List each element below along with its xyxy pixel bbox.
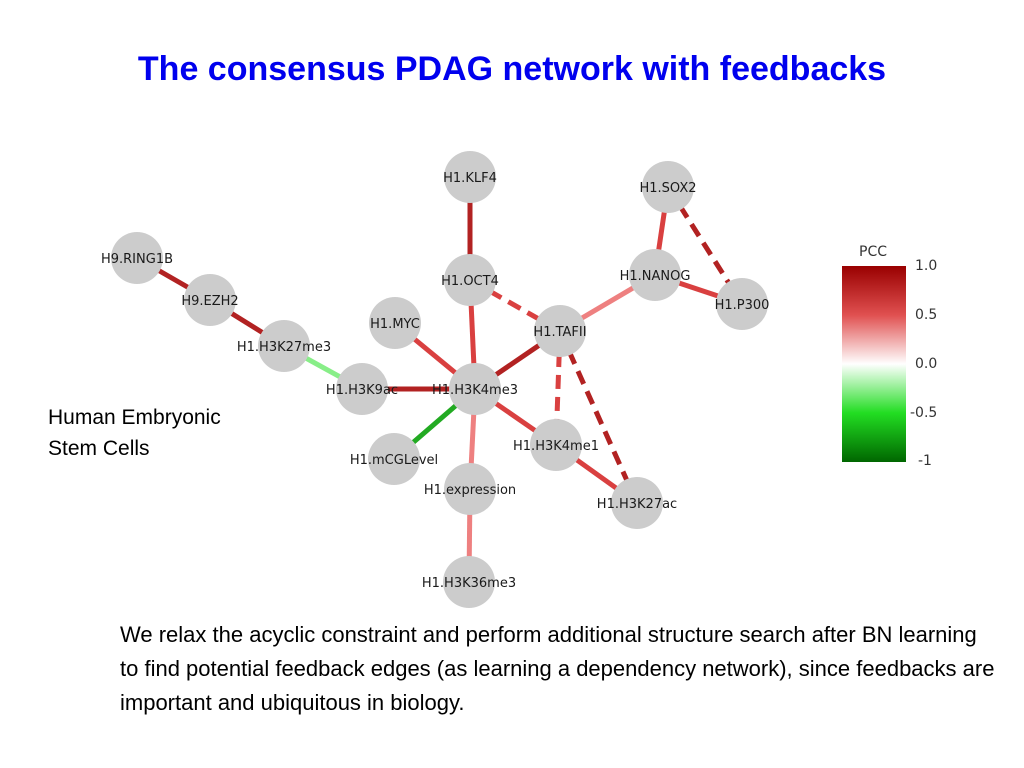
legend-tick-neg-0.5: -0.5 xyxy=(910,405,937,421)
node-circle-oct4 xyxy=(444,254,496,306)
node-circle-sox2 xyxy=(642,161,694,213)
node-h3k9ac: H1.H3K9ac xyxy=(326,363,398,415)
node-p300: H1.P300 xyxy=(715,278,770,330)
node-label-nanog: H1.NANOG xyxy=(620,269,691,284)
legend-tick-0.5: 0.5 xyxy=(915,307,937,323)
pcc-legend: PCC 1.0 0.5 0.0 -0.5 -1 xyxy=(842,244,937,469)
node-label-h3k36me3: H1.H3K36me3 xyxy=(422,576,516,591)
legend-tick-1: 1.0 xyxy=(915,258,937,274)
legend-tick-neg-1: -1 xyxy=(918,453,932,469)
node-label-h3k9ac: H1.H3K9ac xyxy=(326,383,398,398)
node-label-h3k4me1: H1.H3K4me1 xyxy=(513,439,599,454)
node-circle-tafii xyxy=(534,305,586,357)
legend-title: PCC xyxy=(859,244,887,260)
node-label-tafii: H1.TAFII xyxy=(533,325,586,340)
node-h3k4me1: H1.H3K4me1 xyxy=(513,419,599,471)
node-label-h3k27ac: H1.H3K27ac xyxy=(597,497,677,512)
node-mcglevel: H1.mCGLevel xyxy=(350,433,438,485)
node-ezh2: H9.EZH2 xyxy=(181,274,239,326)
side-label-line-1: Human Embryonic xyxy=(48,406,221,429)
node-nanog: H1.NANOG xyxy=(620,249,691,301)
node-circle-h3k27me3 xyxy=(258,320,310,372)
node-circle-h3k36me3 xyxy=(443,556,495,608)
node-label-oct4: H1.OCT4 xyxy=(441,274,499,289)
node-sox2: H1.SOX2 xyxy=(639,161,697,213)
legend-colorbar xyxy=(842,266,906,462)
slide-title: The consensus PDAG network with feedback… xyxy=(137,50,887,88)
node-h3k36me3: H1.H3K36me3 xyxy=(422,556,516,608)
side-label: Human Embryonic Stem Cells xyxy=(48,402,221,464)
node-label-myc: H1.MYC xyxy=(370,317,420,332)
node-label-klf4: H1.KLF4 xyxy=(443,171,497,186)
node-circle-mcglevel xyxy=(368,433,420,485)
node-label-h3k4me3: H1.H3K4me3 xyxy=(432,383,518,398)
node-circle-klf4 xyxy=(444,151,496,203)
body-text: We relax the acyclic constraint and perf… xyxy=(120,622,995,715)
node-label-ezh2: H9.EZH2 xyxy=(181,294,238,309)
node-oct4: H1.OCT4 xyxy=(441,254,499,306)
node-h3k4me3: H1.H3K4me3 xyxy=(432,363,518,415)
node-circle-p300 xyxy=(716,278,768,330)
node-label-h3k27me3: H1.H3K27me3 xyxy=(237,340,331,355)
node-circle-ring1b xyxy=(111,232,163,284)
node-label-mcglevel: H1.mCGLevel xyxy=(350,453,438,468)
node-h3k27ac: H1.H3K27ac xyxy=(597,477,677,529)
node-label-ring1b: H9.RING1B xyxy=(101,252,173,267)
node-label-expression: H1.expression xyxy=(424,483,516,498)
node-klf4: H1.KLF4 xyxy=(443,151,497,203)
node-circle-expression xyxy=(444,463,496,515)
node-circle-h3k9ac xyxy=(336,363,388,415)
node-circle-h3k27ac xyxy=(611,477,663,529)
node-tafii: H1.TAFII xyxy=(533,305,587,357)
node-circle-h3k4me1 xyxy=(530,419,582,471)
node-expression: H1.expression xyxy=(424,463,516,515)
legend-tick-0: 0.0 xyxy=(915,356,937,372)
node-ring1b: H9.RING1B xyxy=(101,232,173,284)
node-label-p300: H1.P300 xyxy=(715,298,770,313)
node-circle-myc xyxy=(369,297,421,349)
node-circle-ezh2 xyxy=(184,274,236,326)
side-label-line-2: Stem Cells xyxy=(48,437,150,460)
node-circle-h3k4me3 xyxy=(449,363,501,415)
node-label-sox2: H1.SOX2 xyxy=(639,181,696,196)
edge-oct4-tafii xyxy=(468,277,562,334)
node-circle-nanog xyxy=(629,249,681,301)
node-myc: H1.MYC xyxy=(369,297,421,349)
edge-tafii-h3k27ac xyxy=(557,329,640,505)
node-h3k27me3: H1.H3K27me3 xyxy=(237,320,331,372)
